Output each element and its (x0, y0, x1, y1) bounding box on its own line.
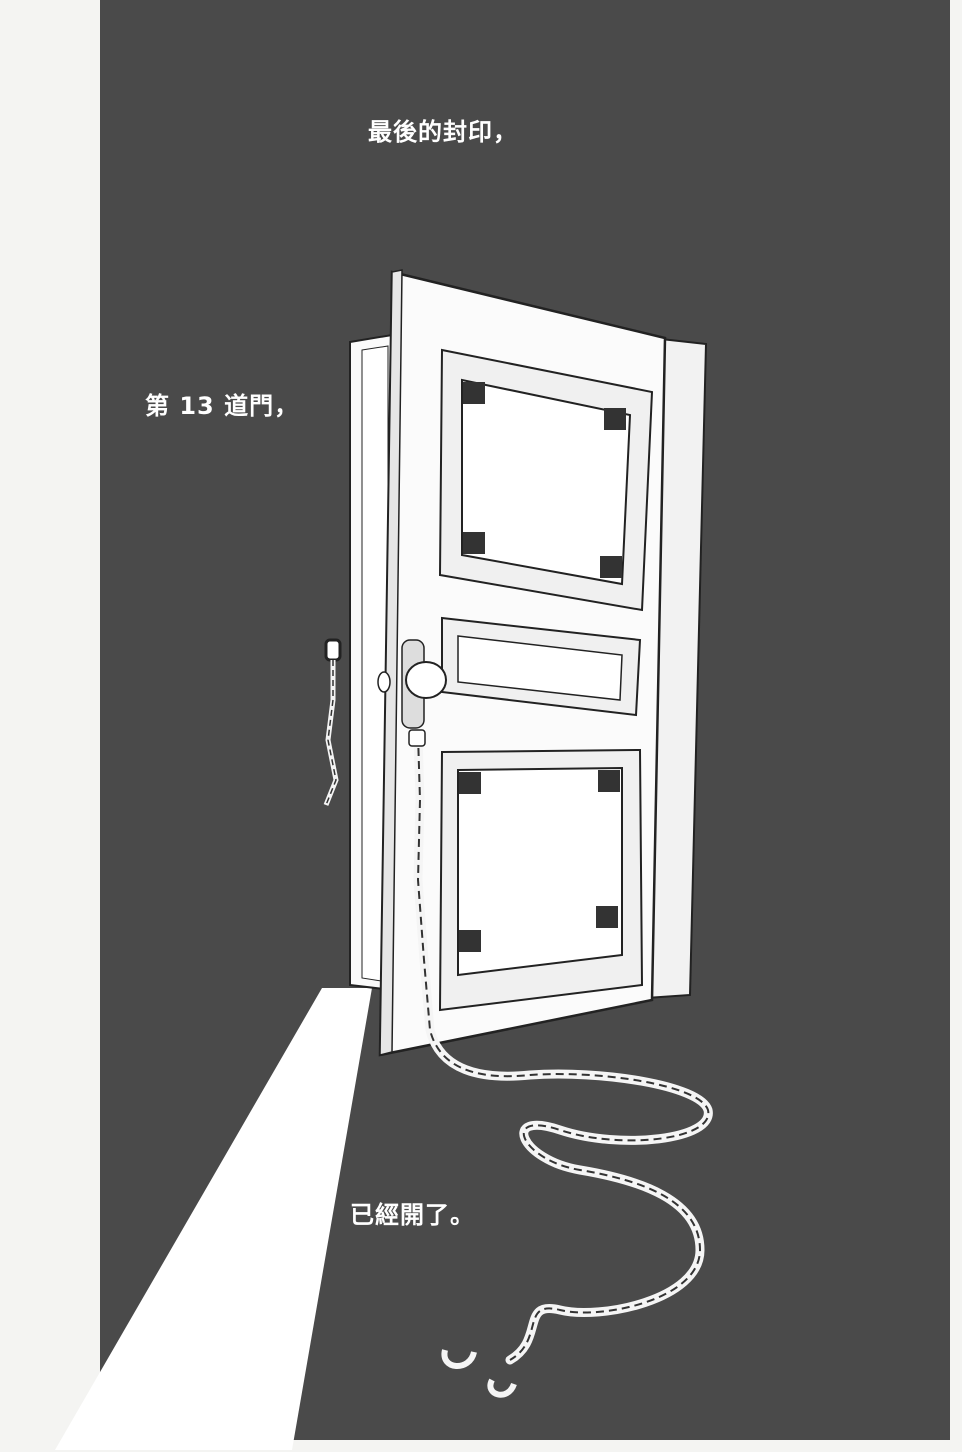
light-beam (55, 988, 372, 1450)
long-chain-icon (408, 729, 713, 1398)
frame-chain-icon (323, 638, 342, 806)
door-handle-icon (377, 639, 447, 729)
middle-panel-inner (457, 635, 623, 701)
ornament-icon (463, 382, 626, 578)
bottom-panel-inner (457, 766, 623, 977)
top-panel-inner (461, 378, 632, 586)
caption-final-seal: 最後的封印， (368, 118, 518, 146)
caption-thirteenth-door: 第 13 道門， (145, 392, 300, 420)
caption-opened: 已經開了。 (350, 1201, 475, 1229)
